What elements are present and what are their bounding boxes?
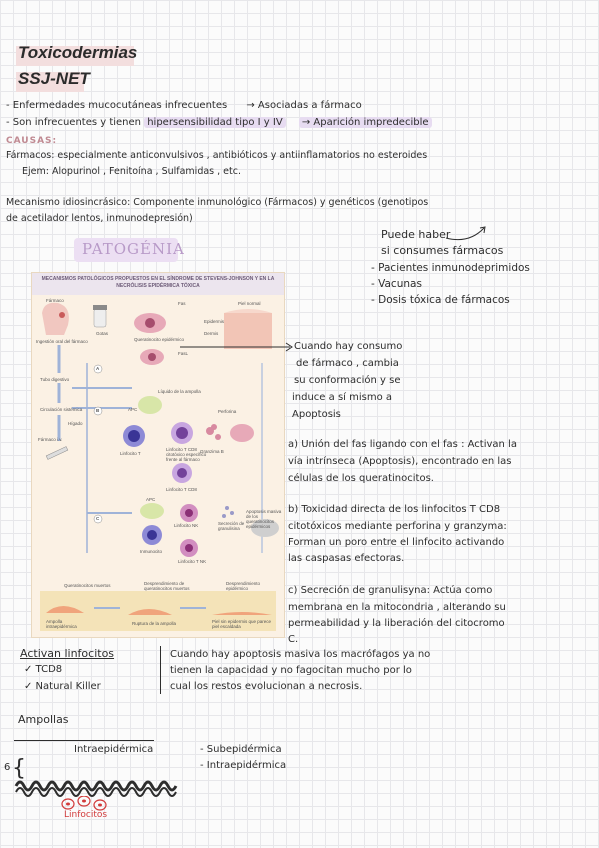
annotation-a-line-3: células de los queratinocitos. <box>288 473 434 484</box>
ampollas-brace: { <box>12 756 26 781</box>
activan-divider <box>160 646 161 694</box>
epidermis-wave-drawing <box>14 770 184 804</box>
fig-label-queratinocito: Queratinocito epidérmico <box>134 337 185 342</box>
puede-haber-item-2: - Vacunas <box>371 278 422 290</box>
annotation-a-line-2: vía intrínseca (Apoptosis), encontrado e… <box>288 456 512 467</box>
fig-label-epidermis: Epidermis <box>204 319 225 324</box>
fig-label-dermis: Dermis <box>204 331 219 336</box>
annotation-c-line-2: membrana en la mitocondria , alterando s… <box>288 602 506 613</box>
causas-line-2: Ejem: Alopurinol , Fenitoína , Sulfamida… <box>22 166 241 177</box>
page-subtitle: SSJ-NET <box>18 69 90 88</box>
figure-illustration <box>40 302 279 631</box>
fig-label-bottom-6: Piel sin epidermis que parece piel escal… <box>212 619 272 629</box>
linfocitos-drawing <box>56 795 116 822</box>
activan-note-line-2: tienen la capacidad y no fagocitan mucho… <box>170 665 412 676</box>
causas-label: CAUSAS: <box>6 136 58 146</box>
fig-label-bottom-3: Desprendimiento epidérmico <box>226 581 261 591</box>
fig-label-higado: Hígado <box>68 421 83 426</box>
fig-label-inmunocito: Inmunocito <box>140 549 163 554</box>
fig-label-linfocito-nk: Linfocito NK <box>174 523 199 528</box>
ampollas-intra-label: Intraepidérmica <box>74 744 154 755</box>
fig-label-apoptosis: Apoptosis masiva de los queratinocitos e… <box>246 509 282 529</box>
fig-marker-b: B <box>96 408 100 413</box>
puede-haber-subheading: si consumes fármacos <box>381 244 504 257</box>
ampollas-underline <box>14 740 154 741</box>
fig-label-linfocito-t-cd8: Linfocito T CD8 <box>166 487 197 492</box>
activan-item-nk: ✓ Natural Killer <box>24 681 101 692</box>
fig-label-secrecion: Secreción de granulisina <box>218 521 245 531</box>
title-highlight <box>16 46 134 66</box>
activan-note-line-1: Cuando hay apoptosis masiva los macrófag… <box>170 649 431 660</box>
annotation-b-line-3: Forman un poro entre el linfocito activa… <box>288 537 505 548</box>
ampollas-type-sub: - Subepidérmica <box>200 744 282 755</box>
annotation-b-line-1: b) Toxicidad directa de los linfocitos T… <box>288 504 501 515</box>
causas-line-1: Fármacos: especialmente anticonvulsivos … <box>6 150 428 161</box>
intro-line-2: - Son infrecuentes y tienen hipersensibi… <box>6 117 432 128</box>
intro-line-1: - Enfermedades mucocutáneas infrecuentes… <box>6 100 362 111</box>
intro-line-1-text: - Enfermedades mucocutáneas infrecuentes <box>6 100 228 111</box>
ampollas-heading: Ampollas <box>18 713 69 726</box>
intro-line-2-arrow: → Aparición impredecible <box>298 117 432 128</box>
annotation-b-line-2: citotóxicos mediante perforina y granzym… <box>288 521 507 532</box>
intro-line-1-arrow: → Asociadas a fármaco <box>246 100 362 111</box>
fig-label-gotas: Gotas <box>96 331 109 336</box>
annotation-c-line-4: C. <box>288 634 299 645</box>
page-title: Toxicodermias <box>18 43 138 62</box>
fig-label-bottom-1: Queratinocitos muertos <box>64 583 111 588</box>
annotation-a-line-1: a) Unión del fas ligando con el fas : Ac… <box>288 439 517 450</box>
fig-label-apc: APC <box>128 407 138 412</box>
activan-heading: Activan linfocitos <box>20 647 115 660</box>
pathogenesis-figure: MECANISMOS PATOLÓGICOS PROPUESTOS EN EL … <box>31 272 285 638</box>
fig-label-bottom-5: Ruptura de la ampolla <box>132 621 177 626</box>
fig-label-ingestion: Ingestión oral del fármaco <box>36 339 88 344</box>
mecanismo-line-1: Mecanismo idiosincrásico: Componente inm… <box>6 197 429 208</box>
annotation-c-line-3: permeabilidad y la liberación del citocr… <box>288 618 505 629</box>
annotation-c-line-1: c) Secreción de granulisyna: Actúa como <box>288 585 493 596</box>
linfocitos-label: Linfocitos <box>64 810 108 820</box>
pointer-arrow-icon <box>180 338 295 352</box>
fig-label-linfocito-t: Linfocito T <box>120 451 141 456</box>
fig-label-fas: Fas <box>178 301 186 306</box>
fig-marker-a: A <box>96 366 100 371</box>
fig-label-tubo: Tubo digestivo <box>40 377 70 382</box>
ampollas-type-intra: - Intraepidérmica <box>200 760 287 771</box>
fig-label-bottom-4: Ampolla intraepidérmica <box>46 619 77 629</box>
consumo-line-1: Cuando hay consumo <box>294 341 403 352</box>
fig-label-piel: Piel normal <box>238 301 261 306</box>
fig-label-perforina: Perforina <box>218 409 237 414</box>
consumo-line-2: de fármaco , cambia <box>296 358 399 369</box>
consumo-line-4: induce a sí mismo a <box>292 392 392 403</box>
fig-label-linfocito-t-nk: Linfocito T NK <box>178 559 207 564</box>
fig-marker-c: C <box>96 516 100 521</box>
subtitle-highlight <box>16 72 84 92</box>
activan-item-tcd8: ✓ TCD8 <box>24 664 63 675</box>
patogenia-highlight <box>74 238 178 262</box>
fig-label-liquido: Líquido de la ampolla <box>158 389 201 394</box>
consumo-line-3: su conformación y se <box>294 375 401 386</box>
intro-line-2-text: - Son infrecuentes y tienen <box>6 117 142 128</box>
puede-haber-heading: Puede haber <box>381 228 451 241</box>
mecanismo-line-2: de acetilador lentos, inmunodepresión) <box>6 213 193 224</box>
curved-arrow-icon <box>444 224 494 244</box>
fig-label-farmaco: Fármaco <box>46 298 64 303</box>
activan-note-line-3: cual los restos evolucionan a necrosis. <box>170 681 363 692</box>
puede-haber-item-1: - Pacientes inmunodeprimidos <box>371 262 530 274</box>
patogenia-heading: PATOGÉNIA <box>82 240 185 258</box>
fig-label-linfocito-cd8-citotoxico: Linfocito T CD8 citotóxico específico fr… <box>166 447 207 462</box>
fig-label-circulacion: Circulación sistémica <box>40 407 83 412</box>
fig-label-apc-2: APC <box>146 497 156 502</box>
fig-label-fasl: FasL <box>178 351 189 356</box>
ampollas-number: 6 <box>4 762 11 773</box>
annotation-b-line-4: las caspasas efectoras. <box>288 553 405 564</box>
intro-hypersensitivity: hipersensibilidad tipo I y IV <box>144 117 286 128</box>
fig-label-farmaco-iv: Fármaco i.v. <box>38 437 63 442</box>
puede-haber-item-3: - Dosis tóxica de fármacos <box>371 294 510 306</box>
consumo-line-5: Apoptosis <box>292 409 341 420</box>
fig-label-bottom-2: Desprendimiento de queratinocitos muerto… <box>144 581 190 591</box>
fig-label-granzima: Granzima B <box>200 449 224 454</box>
figure-title: MECANISMOS PATOLÓGICOS PROPUESTOS EN EL … <box>32 273 284 295</box>
